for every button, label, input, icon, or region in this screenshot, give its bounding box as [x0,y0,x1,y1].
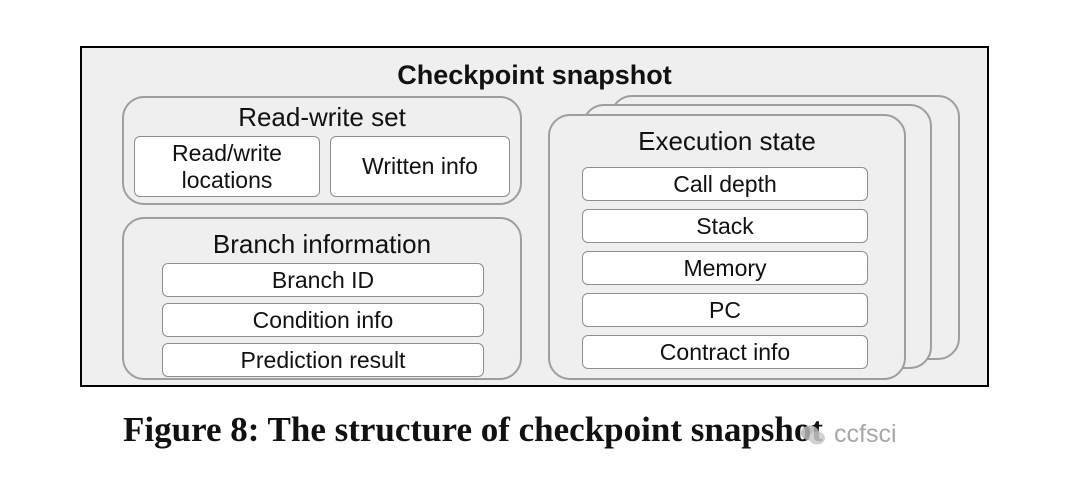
read-write-set-panel: Read-write set Read/write locations Writ… [122,96,522,205]
watermark: ccfsci [800,420,897,449]
branch-information-title: Branch information [212,229,432,259]
figure-caption: Figure 8: The structure of checkpoint sn… [123,410,824,449]
execution-state-panel: Execution state Call depth Stack Memory … [548,114,906,380]
pc-chip: PC [582,293,868,327]
contract-info-chip: Contract info [582,335,868,369]
branch-information-panel: Branch information Branch ID Condition i… [122,217,522,380]
memory-chip: Memory [582,251,868,285]
wechat-icon [801,425,825,444]
condition-info-chip: Condition info [162,303,484,337]
prediction-result-chip: Prediction result [162,343,484,377]
read-write-locations-chip: Read/write locations [134,136,320,197]
call-depth-chip: Call depth [582,167,868,201]
watermark-text: ccfsci [834,420,897,448]
branch-id-chip: Branch ID [162,263,484,297]
checkpoint-snapshot-box: Checkpoint snapshot Read-write set Read/… [80,46,989,387]
written-info-chip: Written info [330,136,510,197]
checkpoint-snapshot-title: Checkpoint snapshot [397,60,672,90]
read-write-set-title: Read-write set [238,102,406,132]
execution-state-title: Execution state [638,126,816,156]
stack-chip: Stack [582,209,868,243]
